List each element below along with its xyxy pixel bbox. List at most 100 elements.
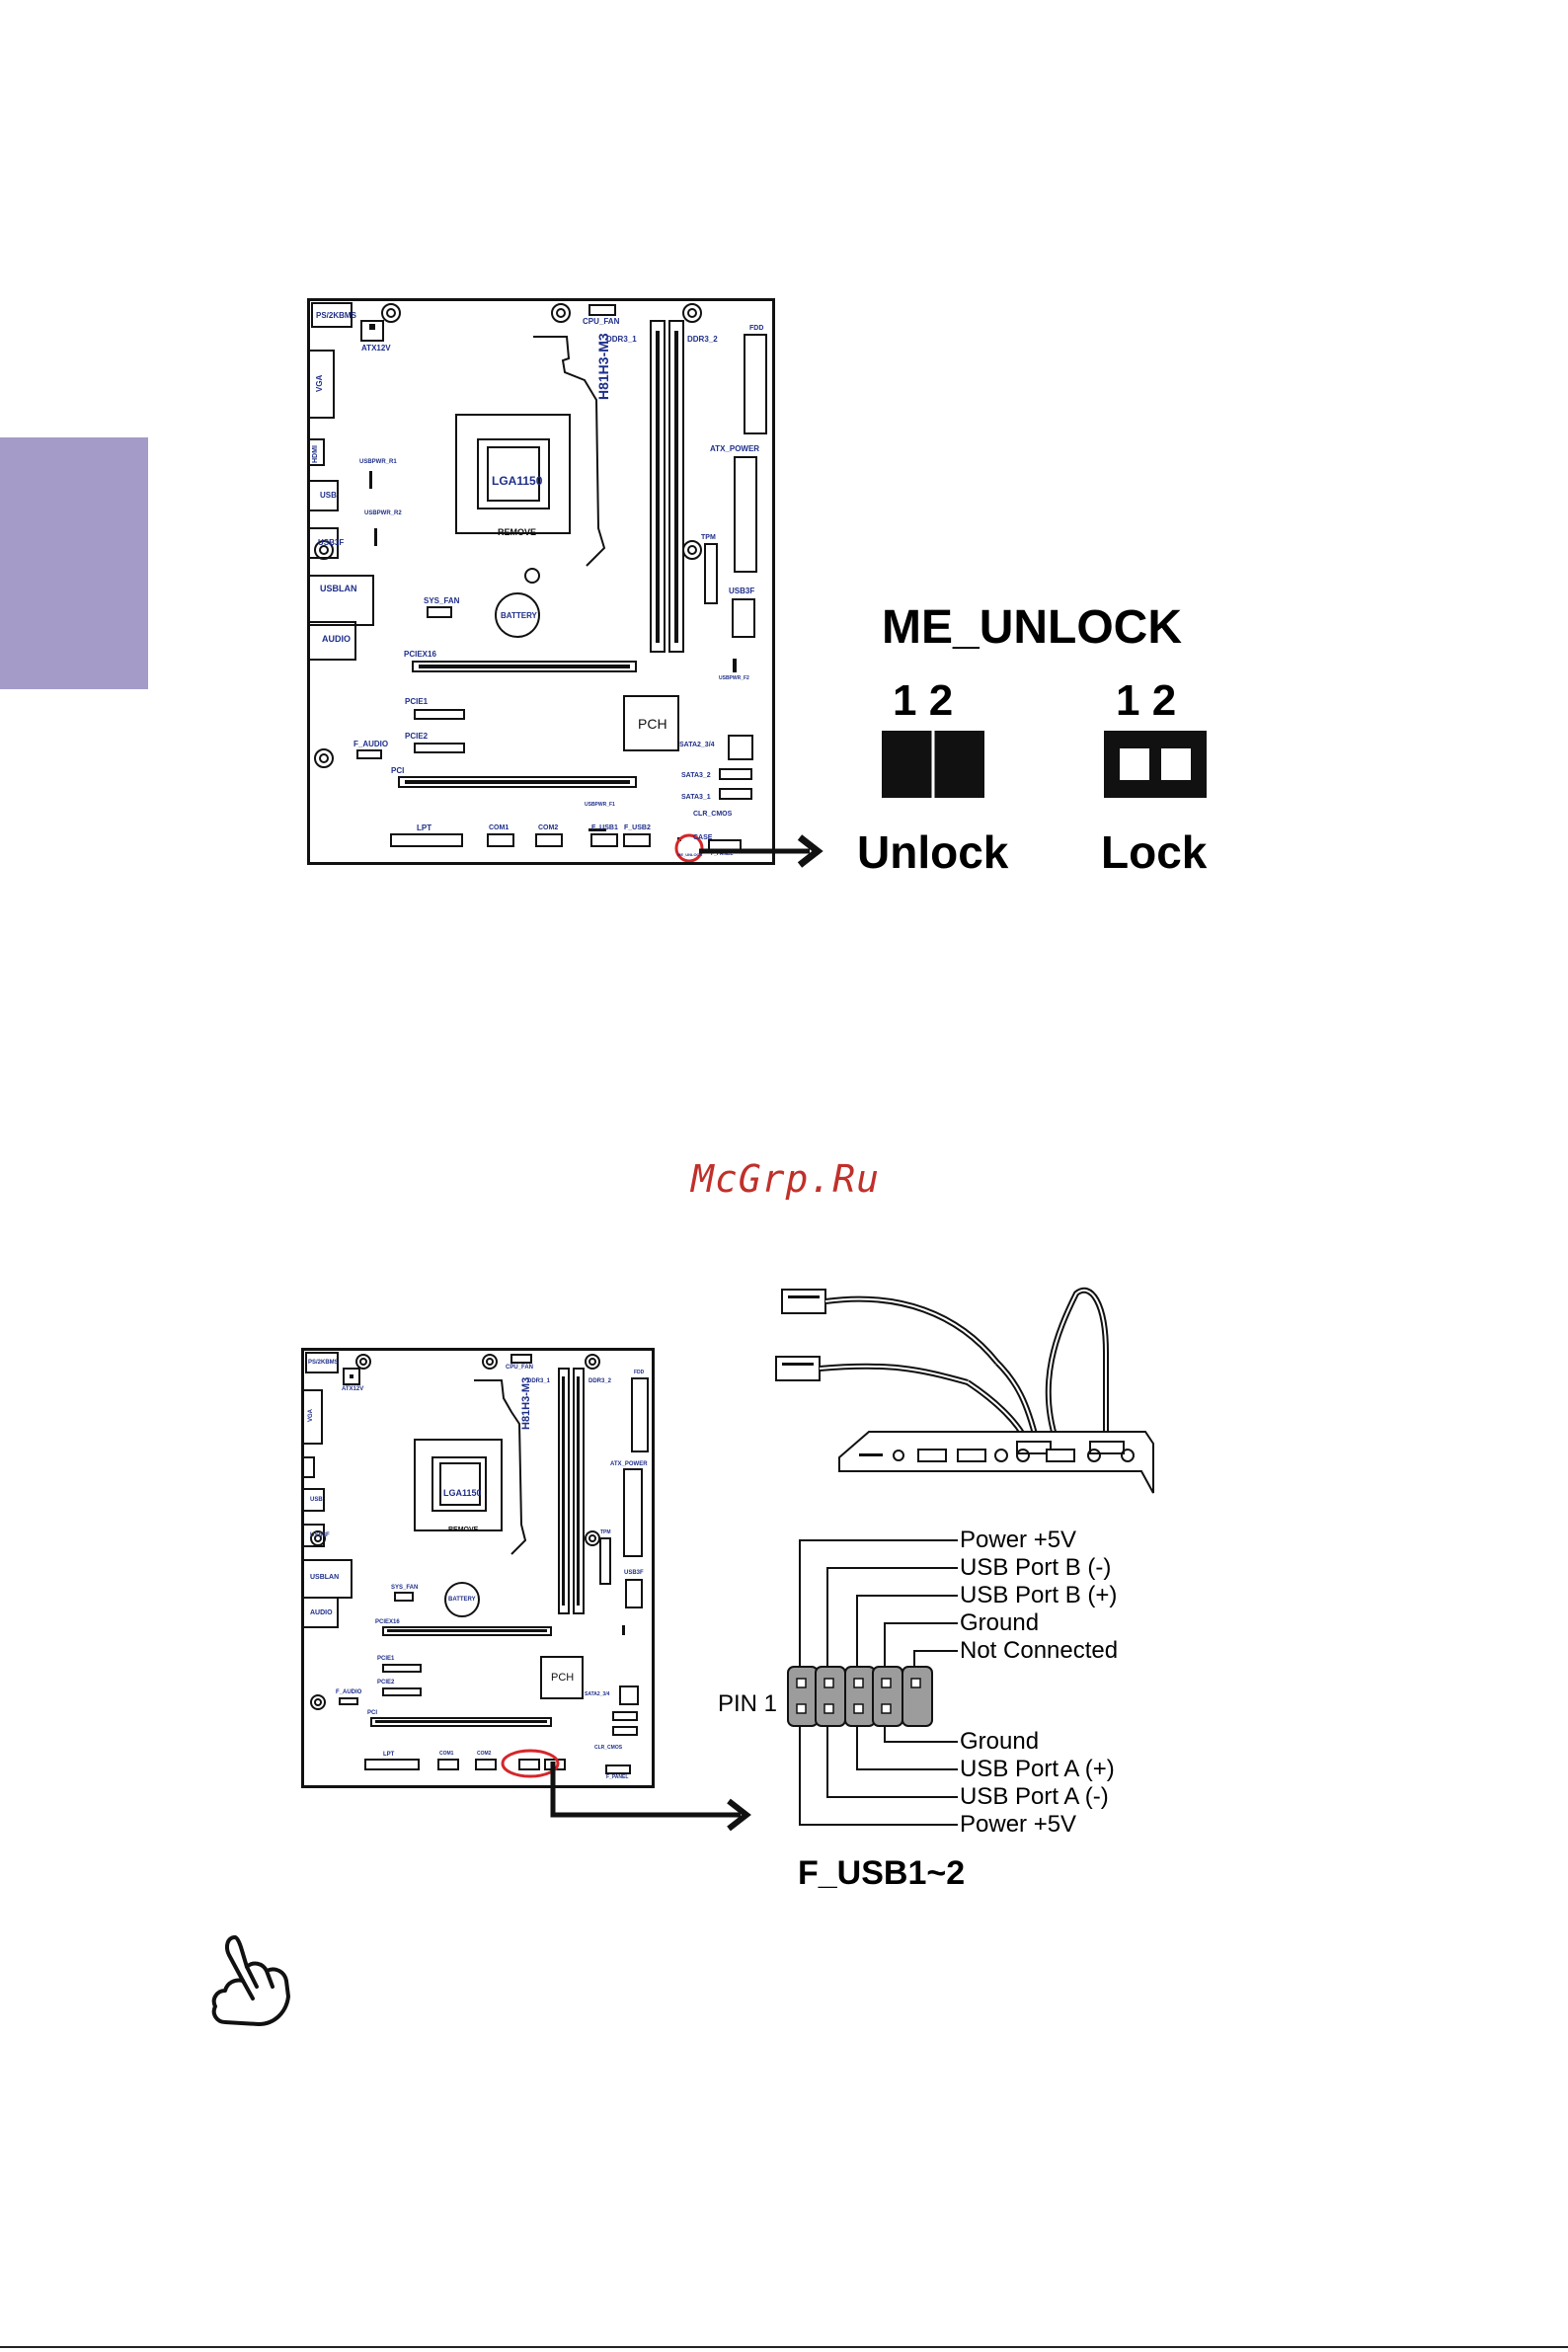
label-com2: COM2 — [538, 824, 559, 831]
label-usbpwr-f1: USBPWR_F1 — [585, 802, 615, 808]
label-ddr3-2: DDR3_2 — [687, 335, 718, 344]
small-label-clr-cmos: CLR_CMOS — [594, 1745, 623, 1751]
label-usb3f: USB3F — [729, 587, 755, 595]
pointing-hand-icon — [211, 1935, 290, 2026]
small-label-pcie1: PCIE1 — [377, 1656, 395, 1662]
label-cpu-fan: CPU_FAN — [583, 317, 620, 326]
small-label-ddr3-2: DDR3_2 — [588, 1378, 612, 1384]
small-label-pciex16: PCIEX16 — [375, 1619, 400, 1625]
label-sata3-1: SATA3_1 — [681, 794, 711, 801]
label-com1: COM1 — [489, 824, 510, 831]
small-label-usb3: USB3F — [310, 1532, 330, 1538]
label-pcie1: PCIE1 — [405, 697, 429, 706]
small-label-cpu-fan: CPU_FAN — [506, 1365, 534, 1371]
small-label-f-panel: F_PANEL — [606, 1774, 629, 1780]
small-label-atx-power: ATX_POWER — [610, 1461, 648, 1467]
small-label-f-audio: F_AUDIO — [336, 1689, 362, 1695]
label-model: H81H3-M3 — [595, 333, 611, 400]
small-label-fdd: FDD — [634, 1370, 645, 1375]
motherboard-drawing-small — [304, 1352, 649, 1778]
small-label-audio: AUDIO — [310, 1609, 333, 1616]
label-usbpwr-r1: USBPWR_R1 — [359, 459, 397, 465]
label-ddr3-1: DDR3_1 — [606, 335, 637, 344]
pin1-label: PIN 1 — [718, 1690, 778, 1717]
small-label-lga: LGA1150 — [443, 1488, 482, 1498]
small-label-pcie2: PCIE2 — [377, 1680, 395, 1686]
label-pciex16: PCIEX16 — [404, 650, 436, 659]
lock-jumper-icon — [1104, 731, 1207, 798]
label-usbpwr-f2: USBPWR_F2 — [719, 675, 749, 681]
label-usblan: USBLAN — [320, 584, 357, 593]
label-sata2-34: SATA2_3/4 — [679, 742, 715, 748]
motherboard-drawing — [310, 302, 767, 862]
unlock-pin-numbers: 1 2 — [893, 676, 954, 725]
small-label-com1: COM1 — [439, 1751, 454, 1757]
me-unlock-title: ME_UNLOCK — [882, 601, 1183, 654]
label-audio: AUDIO — [322, 634, 351, 644]
pin-bottom-4: Power +5V — [960, 1811, 1077, 1838]
arrow-me-unlock — [699, 834, 823, 868]
label-usb3: USB3F — [318, 538, 345, 547]
label-atx-power: ATX_POWER — [710, 444, 760, 453]
label-atx12v: ATX12V — [361, 344, 391, 353]
pin-top-4: Ground — [960, 1609, 1040, 1636]
small-label-battery: BATTERY — [448, 1597, 476, 1603]
label-tpm: TPM — [701, 534, 716, 541]
small-label-tpm: TPM — [600, 1529, 611, 1535]
small-label-usblan: USBLAN — [310, 1574, 340, 1581]
small-label-ddr3-1: DDR3_1 — [527, 1378, 551, 1384]
usb-bracket-cable-drawing — [775, 1287, 1154, 1494]
small-label-com2: COM2 — [477, 1751, 492, 1757]
pin-bottom-3: USB Port A (-) — [960, 1783, 1109, 1810]
chapter-side-tab — [0, 437, 148, 689]
label-usb: USB — [320, 491, 337, 500]
label-pcie2: PCIE2 — [405, 732, 429, 741]
label-hdmi: HDMI — [312, 445, 319, 463]
label-sata3-2: SATA3_2 — [681, 772, 711, 779]
pin-top-5: Not Connected — [960, 1637, 1119, 1664]
unlock-label: Unlock — [857, 826, 1009, 878]
label-f-usb1: F_USB1 — [591, 824, 618, 831]
pin-top-1: Power +5V — [960, 1527, 1077, 1553]
small-label-ps2: PS/2KBMS — [308, 1360, 339, 1366]
label-remove: REMOVE — [498, 527, 537, 537]
label-lpt: LPT — [417, 823, 432, 832]
footer-rule — [0, 2346, 1568, 2348]
pin-bottom-2: USB Port A (+) — [960, 1756, 1115, 1782]
label-sys-fan: SYS_FAN — [424, 596, 460, 605]
pin-top-3: USB Port B (+) — [960, 1582, 1118, 1608]
label-pch: PCH — [638, 716, 667, 732]
label-case: CASE — [693, 834, 713, 841]
lock-pin-numbers: 1 2 — [1116, 676, 1177, 725]
small-label-sata2-34: SATA2_3/4 — [585, 1691, 610, 1697]
small-label-usb3f: USB3F — [624, 1570, 644, 1576]
motherboard-diagram-bottom: PS/2KBMS ATX12V CPU_FAN FDD DDR3_1 DDR3_… — [301, 1348, 655, 1788]
label-me-unlock-small: ME_UNLOCK — [677, 852, 703, 857]
label-pci: PCI — [391, 766, 405, 775]
arrow-f-usb — [550, 1762, 751, 1832]
small-label-lpt: LPT — [383, 1752, 395, 1758]
f-usb-pinout-diagram — [787, 1539, 958, 1826]
small-label-usb: USB — [310, 1497, 323, 1503]
label-clr-cmos: CLR_CMOS — [693, 811, 733, 818]
label-vga: VGA — [315, 374, 324, 392]
label-ps2: PS/2KBMS — [316, 311, 356, 320]
f-usb-caption: F_USB1~2 — [798, 1854, 966, 1892]
small-label-model: H81H3-M3 — [520, 1376, 532, 1430]
pin-top-2: USB Port B (-) — [960, 1554, 1112, 1581]
label-fdd: FDD — [749, 325, 764, 332]
unlock-jumper-icon — [882, 731, 984, 798]
label-lga: LGA1150 — [492, 474, 543, 488]
label-battery: BATTERY — [501, 611, 537, 620]
label-usbpwr-r2: USBPWR_R2 — [364, 510, 402, 516]
label-f-usb2: F_USB2 — [624, 824, 651, 831]
small-label-sys-fan: SYS_FAN — [391, 1585, 419, 1591]
small-label-pci: PCI — [367, 1710, 378, 1716]
watermark: McGrp.Ru — [691, 1157, 881, 1201]
label-f-audio: F_AUDIO — [353, 740, 389, 748]
pin-bottom-1: Ground — [960, 1728, 1040, 1755]
label-f-panel: F_PANEL — [711, 851, 734, 857]
small-label-atx12v: ATX12V — [342, 1386, 364, 1392]
lock-label: Lock — [1101, 826, 1208, 878]
small-label-pch: PCH — [551, 1672, 575, 1684]
